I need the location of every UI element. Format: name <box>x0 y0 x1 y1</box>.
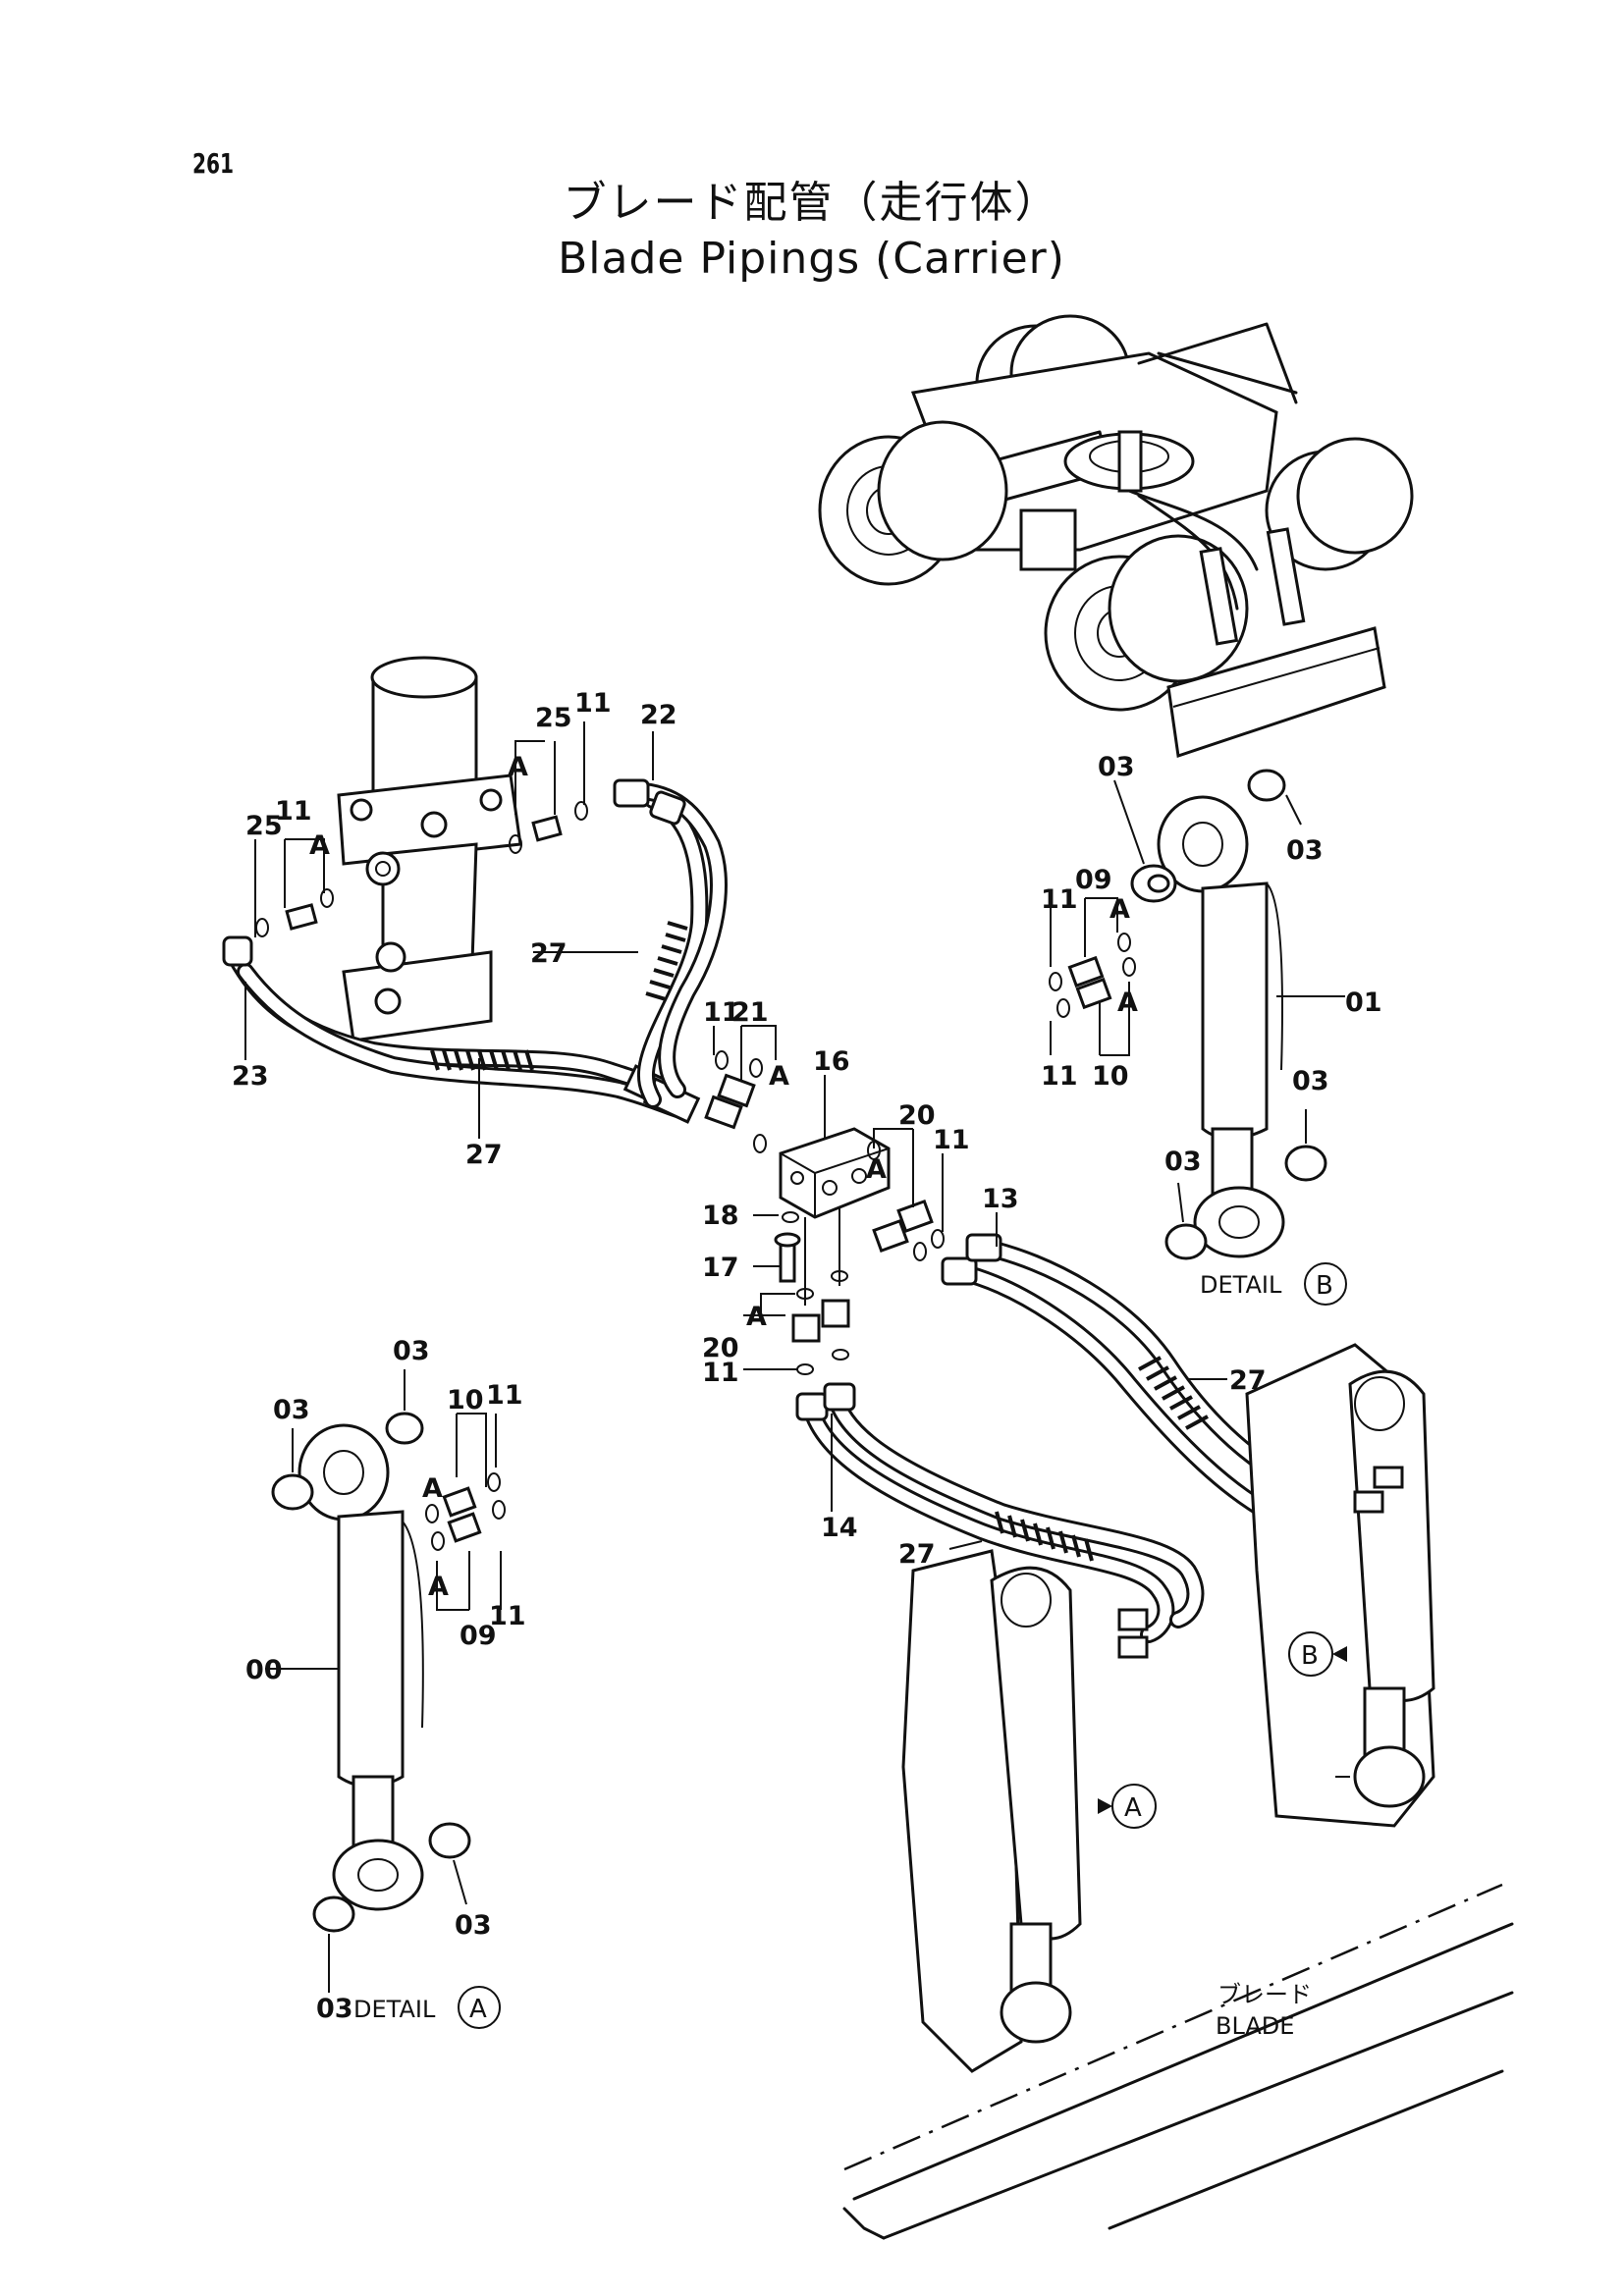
detail-b-cylinder <box>1049 769 1327 1260</box>
callout-11: 11 <box>702 1358 739 1388</box>
callout-18: 18 <box>702 1201 739 1231</box>
callout-03: 03 <box>273 1395 310 1425</box>
callout-11: 25 <box>245 811 283 841</box>
hose-23-27 <box>222 935 701 1124</box>
callout-20: 20 <box>898 1100 936 1131</box>
group-letter-a: A <box>746 1302 767 1332</box>
callout-27: 27 <box>530 938 568 969</box>
callout-00: 00 <box>245 1655 283 1685</box>
detail-a-text: DETAIL <box>353 1996 436 2023</box>
detail-a-letter: A <box>469 1995 487 2024</box>
callout-23: 23 <box>232 1061 269 1092</box>
blade-assembly-illustration <box>842 1343 1514 2240</box>
hose-22-27 <box>613 778 728 1108</box>
callout-10: 10 <box>1092 1061 1129 1092</box>
callout-21: 21 <box>731 997 769 1028</box>
group-letter-a: A <box>1117 988 1138 1018</box>
callout-03: 03 <box>455 1910 492 1941</box>
callout-16: 16 <box>813 1046 850 1077</box>
callout-11: 11 <box>489 1601 526 1631</box>
callout-13: 13 <box>982 1184 1019 1214</box>
leader-lines <box>244 721 1350 1993</box>
blade-label-japanese: ブレード <box>1217 1981 1312 2008</box>
page-title-english: Blade Pipings (Carrier) <box>558 234 1065 284</box>
callout-03: 03 <box>1286 835 1324 866</box>
callout-27: 27 <box>465 1140 503 1170</box>
valve-block-16 <box>704 1050 945 1375</box>
swivel-joint-illustration <box>337 656 522 1042</box>
callout-22: 22 <box>640 700 677 730</box>
group-letter-a: A <box>428 1572 449 1602</box>
blade-label-english: BLADE <box>1216 2012 1294 2040</box>
carrier-overview-illustration <box>818 314 1414 758</box>
page-number: 261 <box>192 147 235 180</box>
callout-01: 01 <box>1345 988 1382 1018</box>
callout-03: 03 <box>1164 1147 1202 1177</box>
marker-a: A <box>1098 1784 1157 1829</box>
callout-09: 09 <box>460 1621 497 1651</box>
group-letter-a: A <box>422 1473 443 1504</box>
group-letter-a: A <box>309 830 330 861</box>
callout-11: 11 <box>1041 884 1078 915</box>
group-letter-a: A <box>1109 894 1130 925</box>
hose-14-27 <box>795 1382 1205 1643</box>
callout-03: 03 <box>393 1336 430 1366</box>
callout-25: 25 <box>535 703 572 733</box>
callout-25: 11 <box>275 796 312 827</box>
callout-03: 03 <box>1292 1066 1329 1096</box>
callout-17: 17 <box>702 1253 739 1283</box>
group-letters: A A A A A A A A A A <box>309 752 1138 1602</box>
callout-14: 14 <box>821 1513 858 1543</box>
part-callouts: 25 11 25 11 22 27 23 27 11 21 16 20 11 1… <box>232 688 1382 2024</box>
callout-11: 11 <box>703 997 740 1028</box>
detail-a-cylinder <box>271 1412 506 1933</box>
callout-20: 20 <box>702 1333 739 1363</box>
marker-b-letter: B <box>1301 1641 1319 1671</box>
callout-11: 11 <box>574 688 612 719</box>
blade-label: ブレード BLADE <box>1216 1981 1312 2040</box>
callout-03: 03 <box>316 1994 353 2024</box>
callout-09: 09 <box>1075 865 1112 895</box>
marker-b: B <box>1288 1631 1347 1677</box>
callout-11: 11 <box>1041 1061 1078 1092</box>
group-letter-a: A <box>866 1154 887 1185</box>
detail-b-letter: B <box>1316 1271 1333 1301</box>
group-letter-a: A <box>769 1061 789 1092</box>
marker-a-letter: A <box>1124 1793 1142 1823</box>
callout-11: 11 <box>486 1380 523 1411</box>
callout-03: 03 <box>1098 752 1135 782</box>
detail-b-text: DETAIL <box>1200 1271 1282 1299</box>
detail-a-label: DETAIL A <box>353 1986 501 2029</box>
page-title-japanese: ブレード配管（走行体） <box>563 178 1060 228</box>
callout-10: 10 <box>447 1385 484 1415</box>
callout-27: 27 <box>898 1539 936 1570</box>
callout-11: 11 <box>933 1125 970 1155</box>
detail-b-label: DETAIL B <box>1200 1262 1347 1306</box>
callout-27: 27 <box>1229 1365 1267 1396</box>
group-letter-a: A <box>508 752 528 782</box>
swivel-fittings <box>255 801 588 937</box>
